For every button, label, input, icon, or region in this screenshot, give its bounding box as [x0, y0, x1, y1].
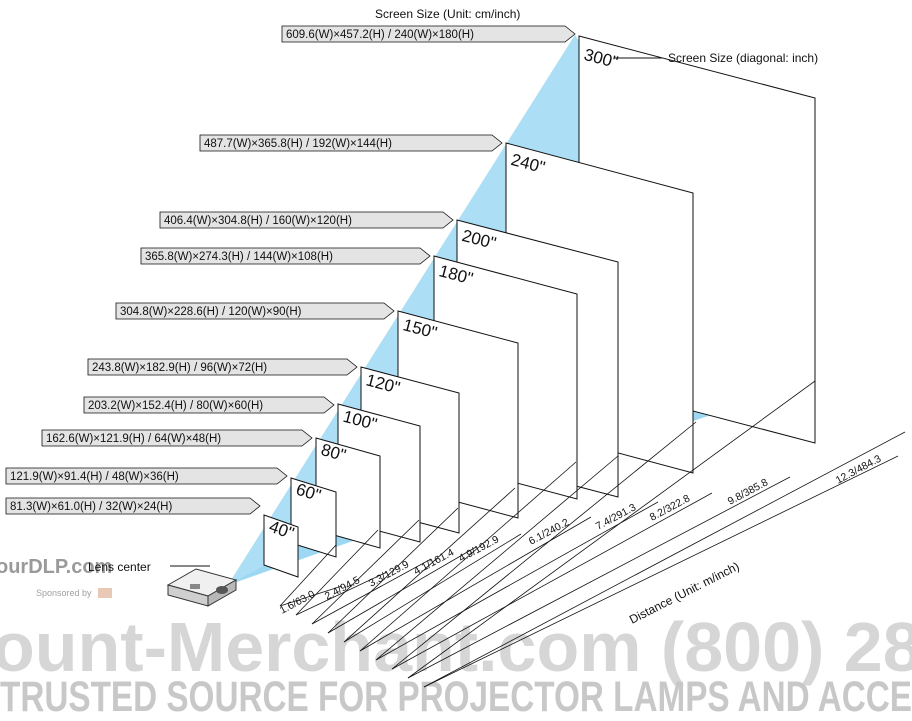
watermark-sponsor-logo	[98, 588, 112, 598]
distance-ray	[375, 455, 619, 661]
distance-arrow	[391, 492, 713, 670]
dimension-label: 365.8(W)×274.3(H) / 144(W)×108(H)	[145, 251, 333, 263]
dimension-label-box	[87, 358, 358, 376]
dimension-label-box	[199, 134, 503, 152]
distance-arrow	[375, 501, 659, 661]
dimension-label-box	[115, 302, 395, 320]
distance-arrow	[279, 585, 343, 607]
distance-label: 8.2/322.8	[648, 492, 692, 523]
dimension-label-box	[5, 467, 288, 485]
distance-ray	[343, 487, 516, 643]
screen-group: 300"240"200"180"150"120"100"80"60"40"	[263, 35, 816, 578]
dimension-label-box	[83, 396, 335, 414]
dimension-label: 121.9(W)×91.4(H) / 48(W)×36(H)	[10, 471, 179, 483]
projector-image	[166, 568, 238, 607]
screen-panel	[263, 514, 299, 578]
dimension-label: 81.3(W)×61.0(H) / 32(W)×24(H)	[10, 501, 172, 513]
distance-label: 12.3/484.3	[834, 453, 884, 487]
dimension-label: 487.7(W)×365.8(H) / 192(W)×144(H)	[204, 138, 392, 150]
dimension-labels: 81.3(W)×61.0(H) / 32(W)×24(H) 121.9(W)×91…	[5, 25, 576, 515]
dimension-label: 162.6(W)×121.9(H) / 64(W)×48(H)	[46, 433, 221, 445]
distance-arrow	[295, 571, 388, 616]
distance-ray	[407, 380, 816, 679]
dimension-label: 203.2(W)×152.4(H) / 80(W)×60(H)	[88, 400, 263, 412]
watermark: ount-Merchant.com (800) 28 TRUSTED SOURC…	[0, 608, 912, 721]
distance-ray	[391, 421, 697, 670]
dimension-label-box	[140, 247, 431, 265]
lens-center-caption: Lens center	[88, 560, 151, 574]
distance-ray	[295, 529, 379, 616]
watermark-merchant: ount-Merchant.com (800) 28	[0, 608, 912, 686]
distance-ray	[327, 507, 459, 634]
distance-ray	[359, 461, 577, 652]
dimension-label-box	[5, 497, 261, 515]
distance-arrow	[359, 516, 592, 652]
dimension-label-box	[41, 429, 313, 447]
dimension-label: 406.4(W)×304.8(H) / 160(W)×120(H)	[164, 215, 352, 227]
dimension-label: 609.6(W)×457.2(H) / 240(W)×180(H)	[286, 29, 474, 41]
screen-size-diagonal-caption: Screen Size (diagonal: inch)	[668, 51, 818, 65]
distance-arrow	[423, 455, 899, 688]
dimension-label-box	[281, 25, 576, 43]
watermark-tagline: TRUSTED SOURCE FOR PROJECTOR LAMPS AND A…	[0, 673, 912, 716]
screen-size-unit-caption: Screen Size (Unit: cm/inch)	[375, 7, 520, 21]
dimension-label: 243.8(W)×182.9(H) / 96(W)×72(H)	[92, 362, 267, 374]
dimension-label: 304.8(W)×228.6(H) / 120(W)×90(H)	[120, 306, 302, 318]
distance-ray	[423, 431, 906, 688]
distance-ray	[311, 519, 420, 625]
distance-ray	[279, 544, 337, 607]
watermark-site: ourDLP.com	[0, 556, 112, 578]
distance-arrow	[407, 476, 791, 679]
distance-label: 9.8/385.8	[726, 476, 770, 507]
screen-panel	[290, 477, 337, 558]
watermark-sponsored: Sponsored by	[36, 588, 92, 598]
distance-label: 2.4/94.5	[323, 574, 362, 602]
dimension-label-box	[159, 211, 454, 229]
